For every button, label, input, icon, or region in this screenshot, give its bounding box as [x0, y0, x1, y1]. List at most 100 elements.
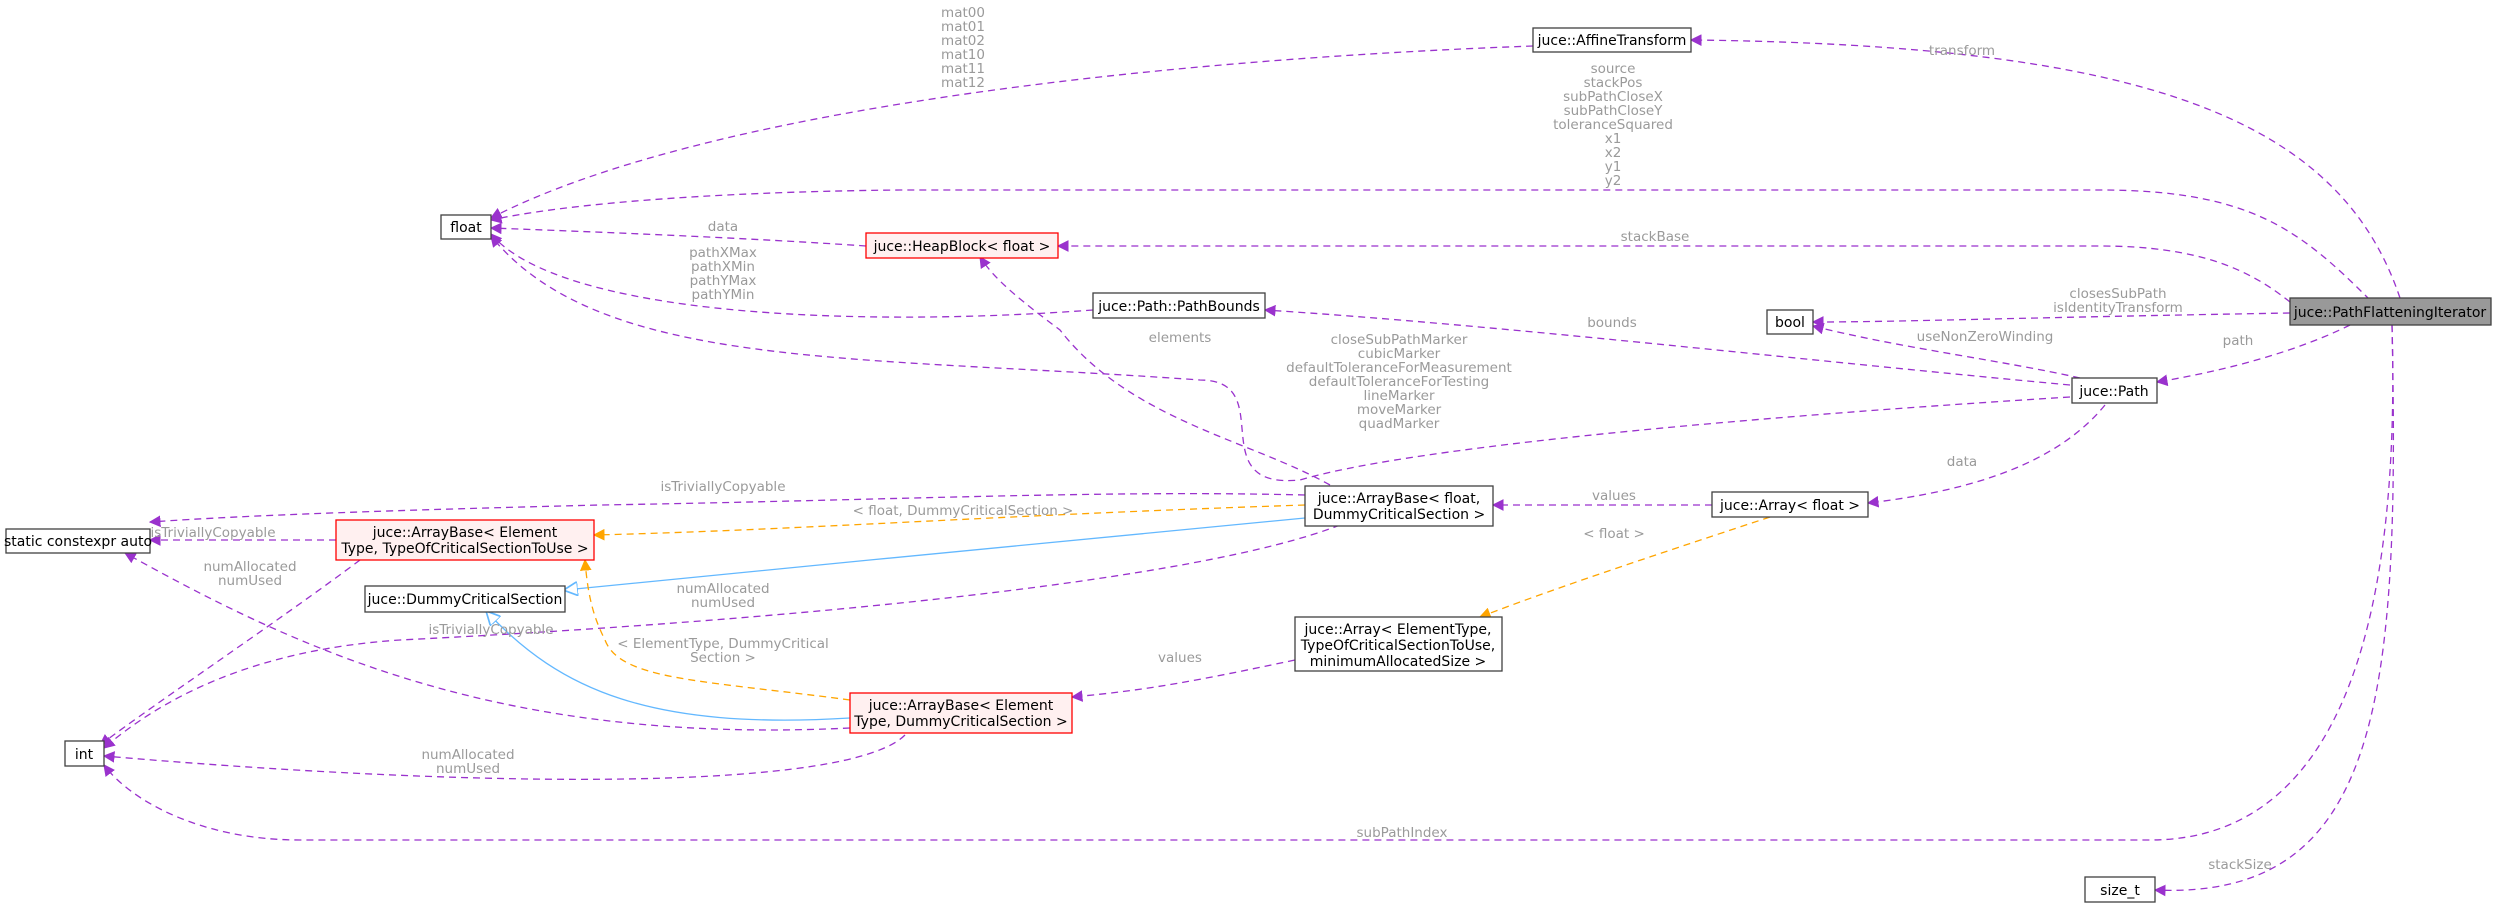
node-arraybase-template[interactable]: juce::ArrayBase< Element Type, TypeOfCri… — [335, 519, 595, 561]
svg-text:toleranceSquared: toleranceSquared — [1553, 117, 1673, 133]
node-static-constexpr-auto[interactable]: static constexpr auto — [4, 528, 152, 554]
edge-usenonzero — [1811, 322, 2081, 379]
svg-text:bool: bool — [1775, 315, 1805, 331]
svg-text:mat02: mat02 — [941, 33, 985, 49]
svg-text:quadMarker: quadMarker — [1359, 416, 1440, 432]
svg-text:pathXMin: pathXMin — [691, 259, 755, 275]
label-stacksize: stackSize — [2208, 857, 2272, 873]
svg-text:pathYMin: pathYMin — [692, 287, 755, 303]
node-array-template[interactable]: juce::Array< ElementType, TypeOfCritical… — [1294, 616, 1503, 672]
svg-text:juce::AffineTransform: juce::AffineTransform — [1537, 33, 1687, 49]
svg-text:juce::Array< ElementType,: juce::Array< ElementType, — [1304, 622, 1492, 638]
label-numalloc-3: numAllocated numUsed — [421, 747, 514, 777]
label-values-1: values — [1592, 488, 1636, 504]
edge-elements — [979, 256, 1331, 486]
node-int[interactable]: int — [64, 740, 105, 767]
nodes: juce::AffineTransform float juce::HeapBl… — [4, 27, 2492, 903]
edges — [99, 34, 2401, 897]
node-path-bounds[interactable]: juce::Path::PathBounds — [1092, 292, 1266, 319]
edge-element-template — [579, 558, 851, 701]
svg-text:numUsed: numUsed — [691, 595, 755, 611]
label-trivially-1: isTriviallyCopyable — [661, 479, 786, 495]
svg-text:juce::ArrayBase< float,: juce::ArrayBase< float, — [1317, 491, 1480, 507]
node-arraybase-float[interactable]: juce::ArrayBase< float, DummyCriticalSec… — [1304, 485, 1494, 527]
svg-text:moveMarker: moveMarker — [1357, 402, 1442, 418]
edge-array-template — [1478, 516, 1771, 619]
label-mat: mat00 mat01 mat02 mat10 mat11 mat12 — [941, 5, 985, 91]
svg-text:static constexpr auto: static constexpr auto — [4, 534, 152, 550]
svg-text:juce::HeapBlock< float >: juce::HeapBlock< float > — [873, 239, 1051, 255]
svg-text:y2: y2 — [1605, 173, 1622, 189]
label-heap-data: data — [708, 219, 738, 235]
node-size-t[interactable]: size_t — [2084, 876, 2156, 903]
node-bool[interactable]: bool — [1766, 309, 1814, 335]
svg-text:< ElementType, DummyCritical: < ElementType, DummyCritical — [617, 636, 829, 652]
svg-text:defaultToleranceForTesting: defaultToleranceForTesting — [1309, 374, 1489, 390]
edge-float-template — [592, 504, 1306, 541]
edge-closessubpath — [1811, 312, 2291, 328]
svg-text:pathXMax: pathXMax — [689, 245, 757, 261]
edge-markers — [490, 235, 2071, 482]
svg-text:juce::Array< float >: juce::Array< float > — [1719, 498, 1860, 514]
edge-subpathindex — [103, 324, 2394, 841]
svg-text:subPathCloseY: subPathCloseY — [1564, 103, 1664, 119]
label-stackbase: stackBase — [1621, 229, 1690, 245]
label-pathbounds: pathXMax pathXMin pathYMax pathYMin — [689, 245, 757, 303]
svg-text:numAllocated: numAllocated — [203, 559, 296, 575]
label-float-template: < float, DummyCriticalSection > — [853, 503, 1074, 519]
svg-text:numAllocated: numAllocated — [676, 581, 769, 597]
edge-trivially-3 — [123, 552, 851, 731]
node-heapblock-float[interactable]: juce::HeapBlock< float > — [865, 232, 1059, 259]
edge-stacksize — [2153, 324, 2395, 897]
svg-text:cubicMarker: cubicMarker — [1358, 346, 1441, 362]
edge-inherit-2 — [487, 612, 851, 721]
label-usenonzero: useNonZeroWinding — [1917, 329, 2054, 345]
edge-source — [489, 189, 2371, 301]
node-dummy-critical-section[interactable]: juce::DummyCriticalSection — [364, 585, 566, 613]
node-arraybase-element[interactable]: juce::ArrayBase< Element Type, DummyCrit… — [849, 692, 1073, 734]
svg-text:int: int — [75, 747, 94, 763]
edge-trivially-1 — [148, 492, 1306, 528]
svg-text:mat10: mat10 — [941, 47, 985, 63]
node-affine-transform[interactable]: juce::AffineTransform — [1532, 27, 1692, 53]
label-numalloc-1: numAllocated numUsed — [203, 559, 296, 589]
svg-text:Type, TypeOfCriticalSectionToU: Type, TypeOfCriticalSectionToUse > — [340, 541, 588, 557]
node-path-flattening-iterator[interactable]: juce::PathFlatteningIterator — [2289, 297, 2492, 326]
svg-text:x1: x1 — [1605, 131, 1622, 147]
label-data-array: data — [1947, 454, 1977, 470]
svg-text:juce::DummyCriticalSection: juce::DummyCriticalSection — [367, 592, 563, 608]
svg-text:mat12: mat12 — [941, 75, 985, 91]
svg-text:size_t: size_t — [2100, 883, 2140, 899]
edge-data-array — [1866, 404, 2106, 508]
svg-text:lineMarker: lineMarker — [1363, 388, 1434, 404]
svg-text:Type, DummyCriticalSection >: Type, DummyCriticalSection > — [853, 714, 1067, 730]
svg-text:juce::Path: juce::Path — [2078, 384, 2148, 400]
label-closessubpath: closesSubPath isIdentityTransform — [2053, 286, 2183, 316]
svg-text:stackPos: stackPos — [1584, 75, 1643, 91]
node-array-float[interactable]: juce::Array< float > — [1711, 491, 1869, 518]
label-elements: elements — [1149, 330, 1212, 346]
svg-text:source: source — [1591, 61, 1636, 77]
label-bounds: bounds — [1587, 315, 1637, 331]
svg-text:numUsed: numUsed — [436, 761, 500, 777]
svg-text:DummyCriticalSection >: DummyCriticalSection > — [1313, 507, 1485, 523]
svg-text:numUsed: numUsed — [218, 573, 282, 589]
svg-text:juce::PathFlatteningIterator: juce::PathFlatteningIterator — [2293, 305, 2487, 321]
label-subpathindex: subPathIndex — [1357, 825, 1448, 841]
edge-numalloc-3 — [102, 734, 906, 780]
svg-text:closesSubPath: closesSubPath — [2069, 286, 2166, 302]
edge-heap-data — [489, 222, 867, 247]
label-array-template: < float > — [1583, 526, 1645, 542]
node-float[interactable]: float — [440, 214, 492, 240]
svg-text:numAllocated: numAllocated — [421, 747, 514, 763]
label-values-2: values — [1158, 650, 1202, 666]
svg-text:juce::ArrayBase< Element: juce::ArrayBase< Element — [372, 525, 558, 541]
node-path[interactable]: juce::Path — [2071, 377, 2158, 404]
svg-text:TypeOfCriticalSectionToUse,: TypeOfCriticalSectionToUse, — [1300, 638, 1495, 654]
edge-pathbounds-float — [490, 233, 1094, 318]
label-trivially-3: isTriviallyCopyable — [429, 622, 554, 638]
label-source: source stackPos subPathCloseX subPathClo… — [1553, 61, 1673, 189]
label-path: path — [2223, 333, 2254, 349]
edge-numalloc-2 — [103, 524, 1341, 749]
